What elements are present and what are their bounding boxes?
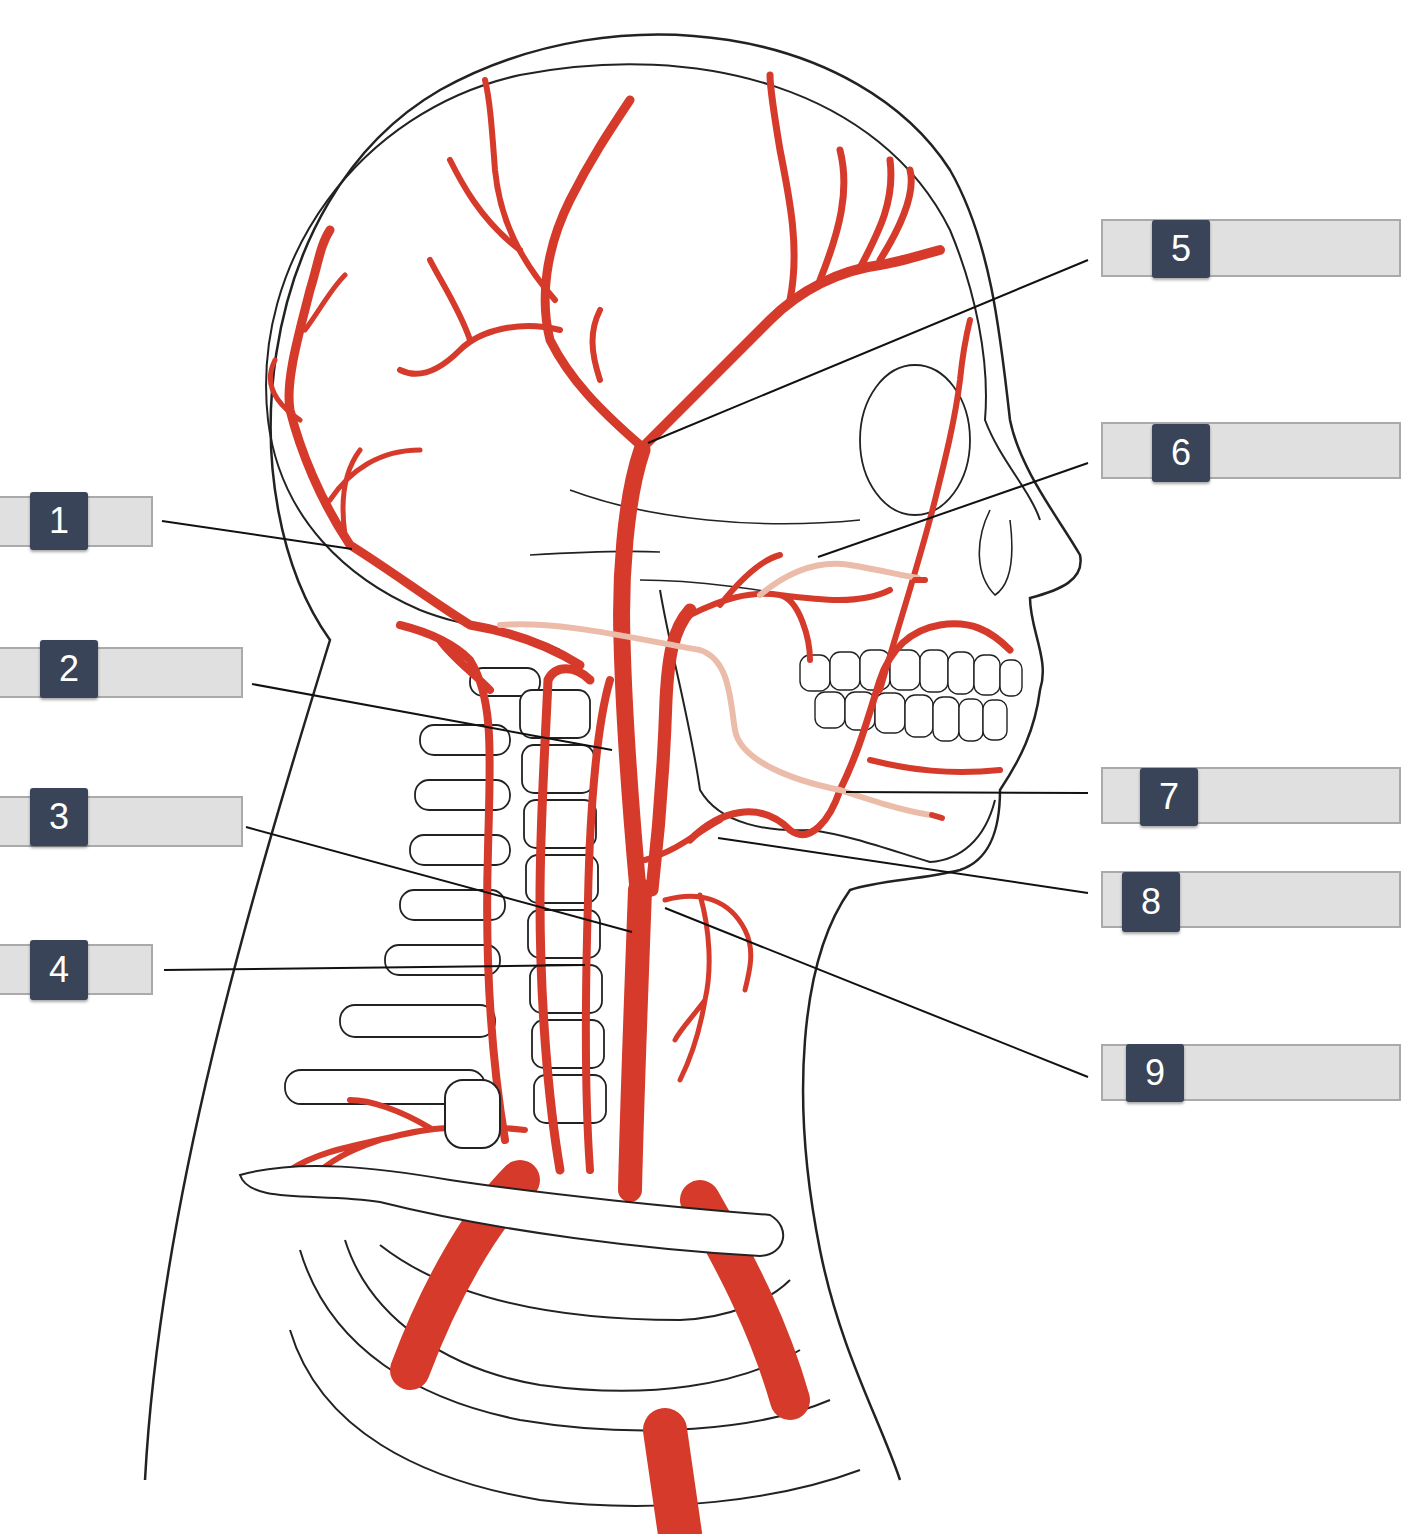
nerve <box>500 624 930 815</box>
clavicle <box>240 1166 783 1256</box>
head-outline <box>145 34 1081 1480</box>
orbit <box>860 365 970 515</box>
spinous-process <box>385 945 500 975</box>
callout-number: 2 <box>40 640 98 698</box>
cerebral-artery <box>545 100 640 445</box>
callout-number: 3 <box>30 788 88 846</box>
tooth <box>974 655 1000 695</box>
callout-number: 6 <box>1152 424 1210 482</box>
aorta <box>665 1430 680 1534</box>
callout-number: 8 <box>1122 872 1180 932</box>
callout-number-text: 4 <box>49 952 69 988</box>
tooth <box>815 692 845 728</box>
cerebral-branch <box>770 75 911 300</box>
callout-number: 1 <box>30 492 88 550</box>
vertebral-body <box>520 690 590 738</box>
callout-number-text: 6 <box>1171 435 1191 471</box>
spinous-process <box>340 1005 495 1037</box>
callout-number-text: 2 <box>59 651 79 687</box>
tooth <box>933 697 959 741</box>
callout-number-text: 1 <box>49 503 69 539</box>
cervical-spine <box>285 668 606 1123</box>
callout-number: 7 <box>1140 768 1198 826</box>
nerves <box>500 564 930 815</box>
tooth <box>830 652 860 690</box>
tooth <box>1000 660 1022 696</box>
leader-line <box>252 684 612 750</box>
leader-line <box>648 260 1088 443</box>
cerebral-branch <box>400 80 600 380</box>
leader-line <box>718 838 1088 893</box>
carotid-branch <box>645 820 720 860</box>
leader-lines <box>162 260 1088 1077</box>
common-carotid-artery <box>630 890 640 1190</box>
nerve <box>760 564 918 595</box>
teeth <box>800 650 1022 741</box>
skull-base <box>268 420 560 650</box>
leader-line <box>164 965 585 970</box>
internal-carotid-artery <box>622 450 642 890</box>
nerve-ending <box>915 580 942 818</box>
tooth <box>905 695 933 737</box>
tooth <box>875 693 905 733</box>
callout-number: 9 <box>1126 1044 1184 1102</box>
leader-line <box>162 521 352 549</box>
spinous-process <box>415 780 510 810</box>
tooth <box>800 655 830 691</box>
tooth <box>983 700 1007 740</box>
skull-outline <box>266 64 1040 520</box>
nasal-cavity <box>979 510 1012 595</box>
zygomatic-arch <box>530 490 860 600</box>
occipital-branch <box>270 275 420 535</box>
superior-thyroid-artery <box>665 895 751 1080</box>
leader-line <box>665 908 1088 1077</box>
callout-number: 4 <box>30 940 88 1000</box>
callout-number-text: 9 <box>1145 1055 1165 1091</box>
callout-number: 5 <box>1152 220 1210 278</box>
leader-line <box>246 827 632 932</box>
occipital-artery <box>289 230 580 665</box>
spinous-process <box>410 835 510 865</box>
callout-number-text: 5 <box>1171 231 1191 267</box>
vertebral-body <box>524 800 596 848</box>
callout-number-text: 7 <box>1159 779 1179 815</box>
label-box <box>0 648 242 697</box>
callout-number-text: 8 <box>1141 884 1161 920</box>
tooth <box>948 652 974 694</box>
maxillary-artery <box>690 555 890 660</box>
leader-line <box>818 463 1088 557</box>
tooth <box>959 699 983 741</box>
label-box <box>1102 423 1400 478</box>
tooth <box>920 650 948 692</box>
label-box <box>1102 220 1400 276</box>
label-boxes <box>0 220 1400 1100</box>
leader-line <box>846 792 1088 793</box>
callout-number-text: 3 <box>49 799 69 835</box>
facial-branch <box>870 320 1000 772</box>
acromion <box>445 1080 500 1148</box>
arteries <box>270 75 1010 1190</box>
vertebral-body <box>522 745 594 793</box>
